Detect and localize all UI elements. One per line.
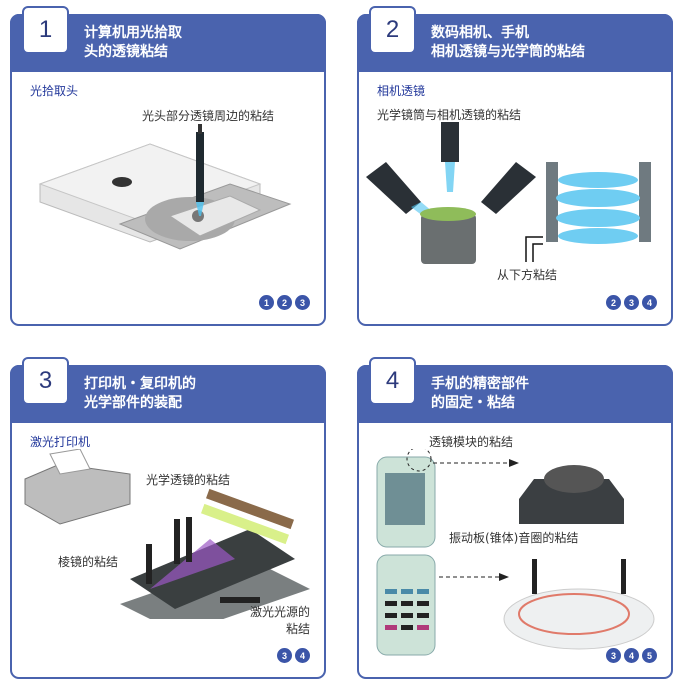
callout-lens-periphery: 光头部分透镜周边的粘结 [142, 109, 275, 123]
optical-drive-illustration [38, 124, 292, 250]
card-phone-precision-parts: 手机的精密部件 的固定・粘结 透镜模块的粘结 振动板(锥体)音圈的粘结 3 4 … [357, 365, 673, 679]
reference-badges: 2 3 4 [606, 295, 657, 310]
ref-badge[interactable]: 3 [277, 648, 292, 663]
ref-badge[interactable]: 1 [259, 295, 274, 310]
ref-badge[interactable]: 5 [642, 648, 657, 663]
card-number-badge: 3 [22, 357, 69, 405]
ref-badge[interactable]: 3 [624, 295, 639, 310]
callout-barrel-lens: 光学镜筒与相机透镜的粘结 [377, 108, 522, 122]
laser-printer-illustration [24, 449, 310, 619]
card-title: 手机的精密部件 的固定・粘结 [431, 376, 529, 411]
card-optical-pickup: 计算机用光拾取 头的透镜粘结 光拾取头 光头部分透镜周边的粘结 1 2 3 [10, 14, 326, 326]
card-title: 计算机用光拾取 头的透镜粘结 [84, 25, 182, 60]
card-number-badge: 2 [369, 6, 416, 54]
reference-badges: 3 4 5 [606, 648, 657, 663]
card-subtitle: 光拾取头 [30, 84, 79, 98]
card-number-badge: 1 [22, 6, 69, 54]
camera-lens-illustration [366, 122, 651, 264]
reference-badges: 3 4 [277, 648, 310, 663]
ref-badge[interactable]: 4 [295, 648, 310, 663]
callout-lens-module: 透镜模块的粘结 [429, 435, 514, 449]
callout-optical-lens: 光学透镜的粘结 [146, 473, 231, 487]
ref-badge[interactable]: 2 [277, 295, 292, 310]
callout-voice-coil: 振动板(锥体)音圈的粘结 [449, 531, 579, 545]
card-camera-lens: 数码相机、手机 相机透镜与光学筒的粘结 相机透镜 光学镜筒与相机透镜的粘结 从下… [357, 14, 673, 326]
card-printer-optics: 打印机・复印机的 光学部件的装配 激光打印机 光学透镜的粘结 棱镜的粘结 激光光… [10, 365, 326, 679]
flip-phone-illustration [376, 449, 655, 656]
card-subtitle: 相机透镜 [377, 84, 426, 98]
card-number-badge: 4 [369, 357, 416, 405]
card-subtitle: 激光打印机 [30, 435, 91, 449]
ref-badge[interactable]: 4 [642, 295, 657, 310]
callout-from-below: 从下方粘结 [497, 268, 558, 282]
callout-prism: 棱镜的粘结 [58, 555, 119, 569]
reference-badges: 1 2 3 [259, 295, 310, 310]
card-title: 打印机・复印机的 光学部件的装配 [84, 376, 196, 411]
ref-badge[interactable]: 3 [295, 295, 310, 310]
ref-badge[interactable]: 4 [624, 648, 639, 663]
card-title: 数码相机、手机 相机透镜与光学筒的粘结 [431, 25, 585, 60]
ref-badge[interactable]: 2 [606, 295, 621, 310]
ref-badge[interactable]: 3 [606, 648, 621, 663]
callout-laser-source: 激光光源的 粘结 [249, 605, 310, 636]
